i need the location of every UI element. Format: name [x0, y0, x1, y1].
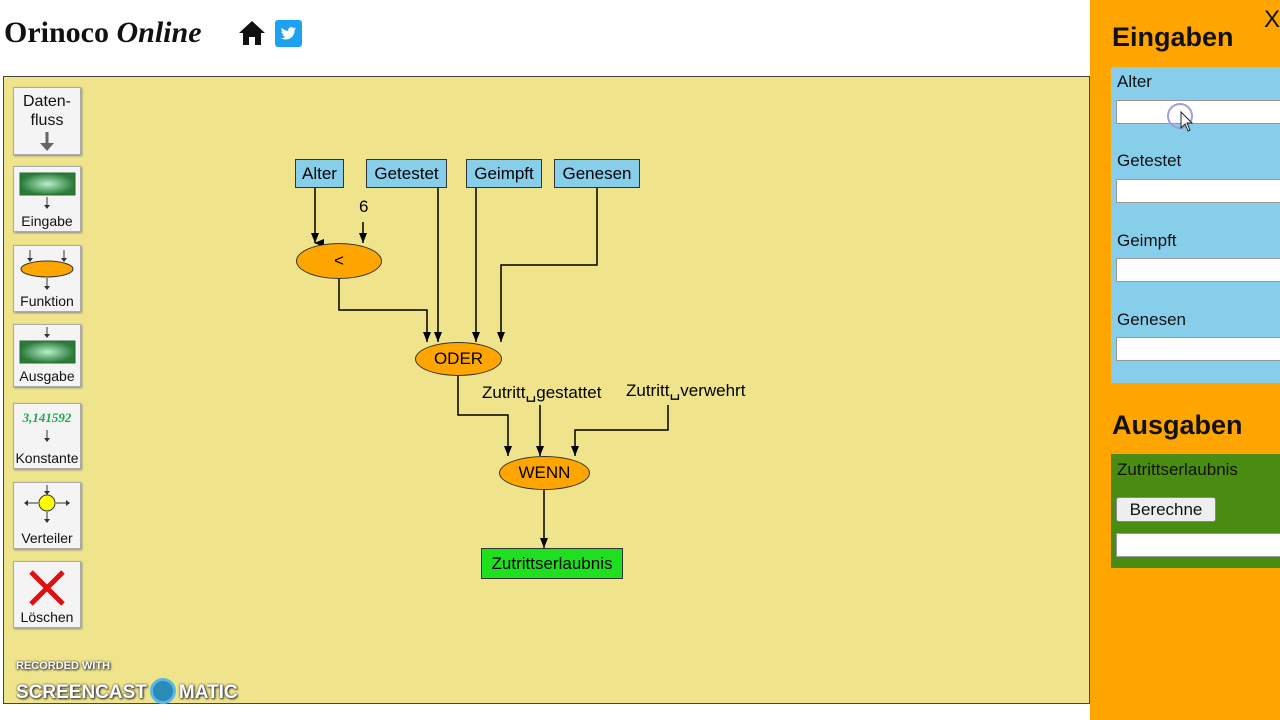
close-panel-button[interactable]: X — [1264, 6, 1280, 33]
screencast-watermark: RECORDED WITH SCREENCAST MATIC — [16, 660, 238, 704]
arrowhead — [497, 332, 505, 342]
input-field-geimpft[interactable] — [1116, 258, 1280, 282]
bottom-strip — [0, 704, 1090, 720]
constant-zutritt-gestattet[interactable]: Zutritt␣gestattet — [482, 383, 602, 402]
function-oder[interactable]: ODER — [415, 342, 502, 376]
tool-constant[interactable]: 3,141592 Konstante — [13, 403, 81, 469]
tool-output[interactable]: Ausgabe — [13, 324, 81, 387]
arrowhead — [311, 233, 319, 243]
output-block-icon — [19, 327, 76, 364]
tool-function-label: Funktion — [20, 293, 74, 309]
function-ellipse-icon — [20, 250, 74, 290]
tool-input-label: Eingabe — [21, 213, 73, 229]
constant-zutritt-verwehrt[interactable]: Zutritt␣verwehrt — [626, 381, 746, 400]
arrowhead — [540, 538, 548, 548]
home-icon[interactable] — [238, 19, 266, 47]
watermark-screencast: SCREENCAST — [16, 682, 147, 704]
screencast-logo-icon — [149, 678, 176, 704]
tool-output-label: Ausgabe — [19, 368, 75, 384]
diagram-wires — [311, 188, 669, 548]
tool-constant-value: 3,141592 — [22, 410, 72, 425]
wire-verwehrt-wenn — [574, 405, 669, 456]
tool-dataflow-line1: Daten- — [22, 93, 72, 110]
header: Orinoco Online — [0, 0, 1090, 76]
tool-distributor-label: Verteiler — [21, 530, 73, 546]
arrow-down-icon — [40, 132, 54, 151]
arrowhead — [571, 446, 579, 456]
brand-main: Orinoco — [4, 16, 109, 49]
function-wenn[interactable]: WENN — [499, 456, 590, 490]
arrowhead — [536, 446, 544, 456]
function-less-than[interactable]: < — [296, 243, 382, 279]
tool-constant-label: Konstante — [15, 450, 79, 466]
tool-delete[interactable]: Löschen — [13, 561, 81, 628]
tool-distributor[interactable]: Verteiler — [13, 482, 81, 549]
tool-function[interactable]: Funktion — [13, 245, 81, 312]
brand-italic: Online — [116, 16, 202, 49]
outputs-title: Ausgaben — [1112, 410, 1243, 440]
inputs-title: Eingaben — [1112, 22, 1234, 52]
output-field-zutrittserlaubnis — [1116, 533, 1280, 557]
input-field-genesen[interactable] — [1116, 337, 1280, 361]
watermark-matic: MATIC — [178, 682, 238, 704]
arrowhead — [434, 332, 442, 342]
input-label-geimpft: Geimpft — [1117, 231, 1177, 250]
twitter-icon[interactable] — [275, 20, 302, 47]
watermark-recorded: RECORDED WITH — [16, 660, 111, 672]
wire-lt-oder — [338, 279, 428, 342]
brand-logo[interactable]: Orinoco Online — [4, 16, 202, 50]
input-node-alter[interactable]: Alter — [295, 159, 344, 188]
diagram-canvas[interactable] — [3, 76, 1090, 704]
output-node-zutrittserlaubnis[interactable]: Zutrittserlaubnis — [481, 548, 623, 579]
arrowhead — [472, 332, 480, 342]
input-label-alter: Alter — [1117, 72, 1152, 91]
output-label-zutrittserlaubnis: Zutrittserlaubnis — [1117, 460, 1238, 479]
arrowhead — [504, 446, 512, 456]
input-label-getestet: Getestet — [1117, 151, 1182, 170]
distributor-icon — [24, 485, 70, 523]
input-node-genesen[interactable]: Genesen — [554, 159, 640, 188]
calculate-button[interactable]: Berechne — [1116, 497, 1216, 522]
wire-oder-wenn — [457, 376, 509, 456]
constant-six[interactable]: 6 — [359, 197, 369, 216]
arrowhead — [359, 233, 367, 243]
input-field-getestet[interactable] — [1116, 179, 1280, 203]
tool-input[interactable]: Eingabe — [13, 166, 81, 232]
arrow-down-icon — [44, 430, 50, 442]
tool-delete-label: Löschen — [20, 609, 74, 625]
wire-genesen-oder — [500, 188, 598, 342]
input-node-geimpft[interactable]: Geimpft — [466, 159, 542, 188]
mouse-cursor-icon — [1167, 103, 1194, 132]
input-block-icon — [19, 172, 76, 209]
input-field-alter[interactable] — [1116, 100, 1280, 124]
tool-dataflow[interactable]: Daten- fluss — [13, 87, 81, 155]
input-label-genesen: Genesen — [1117, 310, 1186, 329]
arrowhead — [423, 332, 431, 342]
tool-dataflow-line2: fluss — [30, 112, 64, 129]
delete-x-icon — [29, 570, 65, 606]
input-node-getestet[interactable]: Getestet — [366, 159, 447, 188]
